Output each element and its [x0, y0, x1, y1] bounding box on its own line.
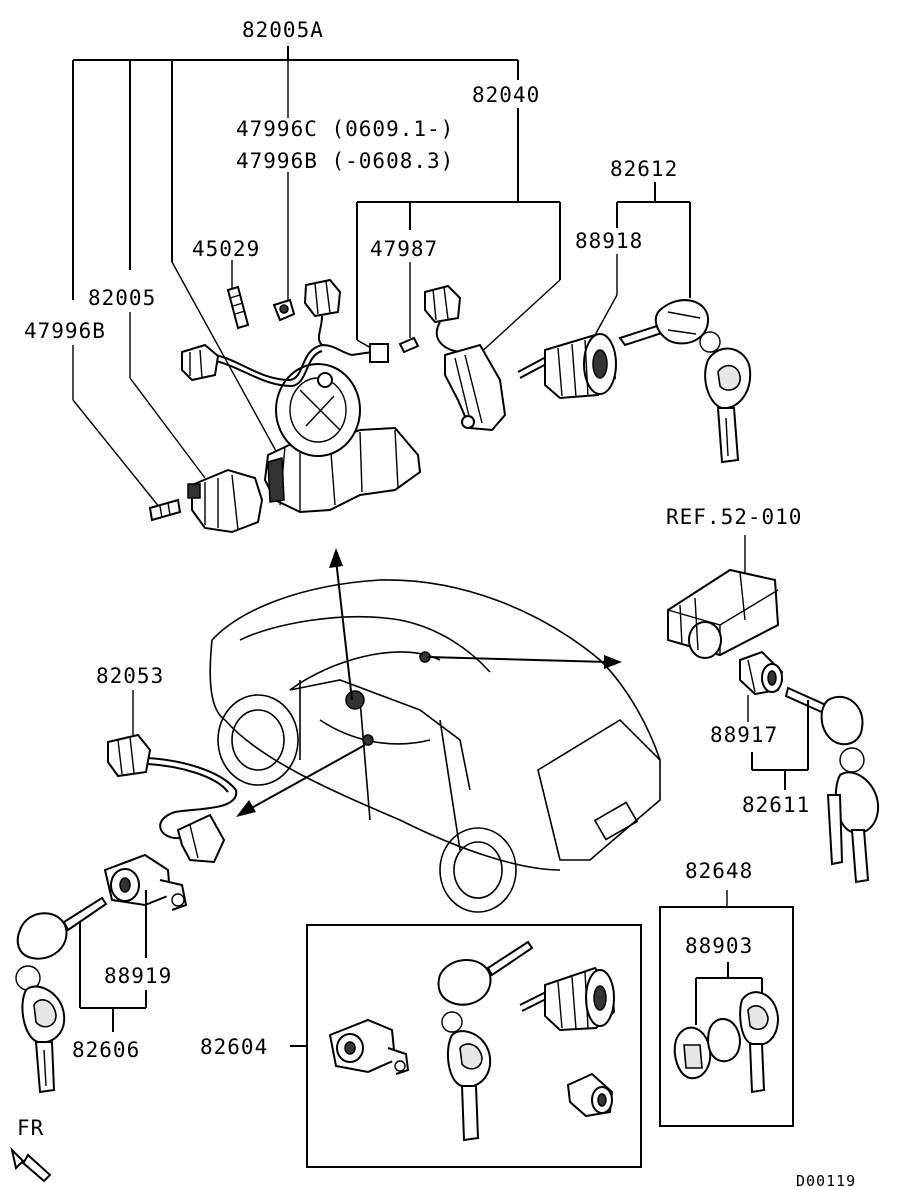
- label-45029: 45029: [192, 237, 260, 261]
- key-icon: [618, 299, 752, 464]
- lock-cylinder-icon: [517, 333, 617, 400]
- label-47996B-range: 47996B (-0608.3): [236, 149, 454, 173]
- label-82604: 82604: [200, 1035, 268, 1059]
- arrow-to-ignition: [329, 548, 353, 701]
- label-88903: 88903: [685, 934, 753, 958]
- diagram-code: D00119: [796, 1172, 856, 1187]
- label-82606: 82606: [72, 1038, 140, 1062]
- label-fr: FR: [17, 1116, 44, 1140]
- leader-88919-82606: [79, 890, 147, 1032]
- label-47996B: 47996B: [24, 319, 106, 343]
- label-ref: REF.52-010: [666, 505, 802, 529]
- label-82040: 82040: [472, 83, 540, 107]
- arrow-to-tailgate: [236, 744, 366, 817]
- key-reminder-switch-icon: [424, 284, 507, 432]
- leader-82005A: [72, 46, 519, 300]
- leader-82005A-body: [171, 261, 283, 463]
- lock-cylinder-icon: [103, 853, 188, 911]
- kit-box-82604: [290, 924, 642, 1168]
- label-82612: 82612: [610, 157, 678, 181]
- label-82053: 82053: [96, 664, 164, 688]
- key-icon: [15, 896, 108, 1094]
- car-outline-icon: [209, 579, 661, 913]
- leader-88917-82611: [747, 695, 809, 790]
- lock-cylinder-icon: [739, 650, 784, 696]
- leader-47996B-left: [72, 345, 161, 509]
- label-82648: 82648: [685, 859, 753, 883]
- label-88919: 88919: [104, 964, 172, 988]
- arrow-to-glovebox: [427, 655, 622, 669]
- label-88917: 88917: [710, 723, 778, 747]
- glovebox-housing-icon: [667, 535, 780, 659]
- leader-82005: [129, 312, 206, 479]
- label-88918: 88918: [575, 229, 643, 253]
- ignition-switch-icon: [148, 278, 422, 534]
- label-82005: 82005: [88, 286, 156, 310]
- label-47987: 47987: [370, 237, 438, 261]
- leader-82612: [594, 182, 691, 336]
- label-82005A: 82005A: [242, 18, 324, 42]
- key-icon: [784, 686, 880, 884]
- label-47996C: 47996C (0609.1-): [236, 117, 454, 141]
- leader-82040: [356, 108, 561, 356]
- label-82611: 82611: [742, 793, 810, 817]
- front-arrow-icon: [10, 1146, 52, 1183]
- key-kit-box-82648: [659, 890, 794, 1127]
- connector-icon: [107, 690, 238, 864]
